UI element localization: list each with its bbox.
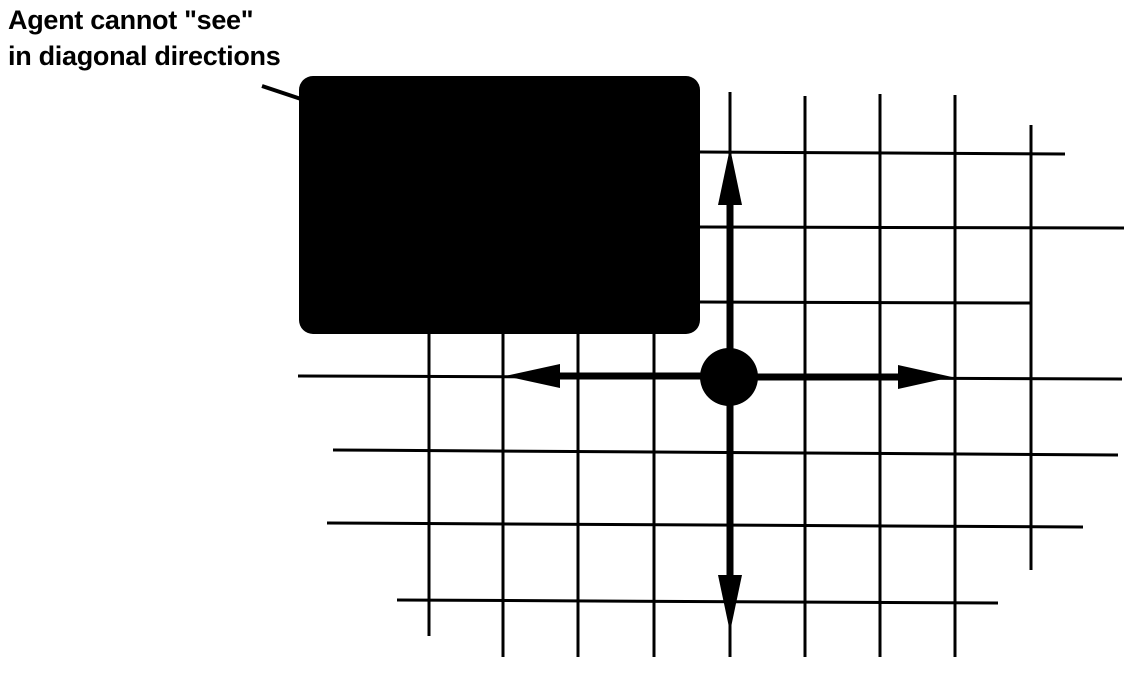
annotation-line-2: in diagonal directions xyxy=(8,41,281,71)
grid-line-h xyxy=(699,150,1066,156)
vision-arrow-left xyxy=(505,364,560,388)
grid-line-h xyxy=(699,225,1125,230)
agent xyxy=(700,348,758,406)
annotation-text: Agent cannot "see" in diagonal direction… xyxy=(8,2,281,74)
callout-leader xyxy=(261,84,305,102)
vision-arrow-up xyxy=(718,148,742,205)
occluding-block xyxy=(299,76,700,334)
vision-arrow-down xyxy=(718,575,742,632)
annotation-line-1: Agent cannot "see" xyxy=(8,5,254,35)
grid-line-h xyxy=(326,521,1084,529)
vision-arrow-right xyxy=(898,365,952,389)
grid-line-h xyxy=(332,448,1119,457)
grid xyxy=(297,150,1125,605)
grid-line-h xyxy=(699,300,1031,305)
vision-arrows xyxy=(505,148,952,632)
grid-line-h xyxy=(396,598,999,605)
